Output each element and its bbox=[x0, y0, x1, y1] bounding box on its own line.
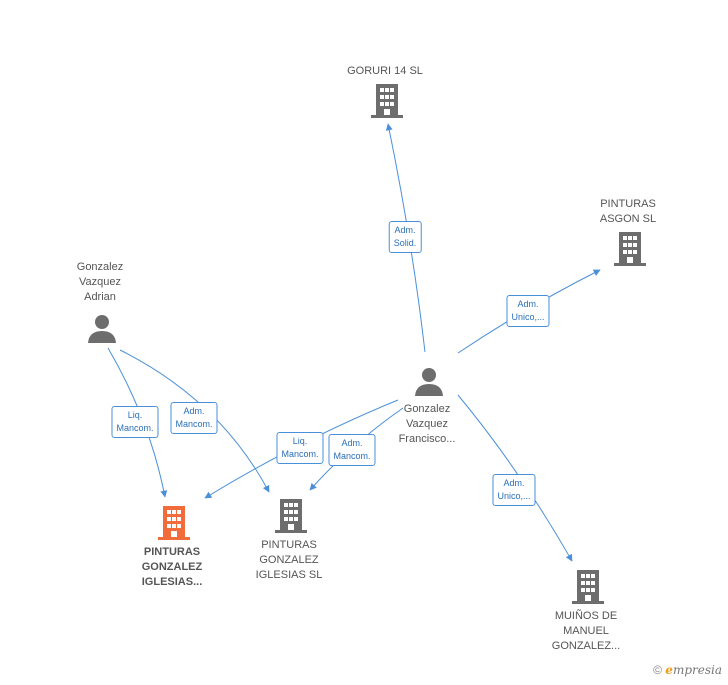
edge-label-adm-unico-muinos: Adm. Unico,... bbox=[492, 474, 536, 506]
person-icon[interactable] bbox=[414, 366, 444, 401]
edge-label-adm-unico-asgon: Adm. Unico,... bbox=[506, 295, 550, 327]
company-label-muinos[interactable]: MUIÑOS DE MANUEL GONZALEZ... bbox=[551, 610, 621, 652]
copyright-symbol: © bbox=[653, 663, 662, 677]
building-icon[interactable] bbox=[275, 499, 307, 538]
company-label-pinturas-sl[interactable]: PINTURAS GONZALEZ IGLESIAS SL bbox=[255, 539, 323, 581]
edge-label-liq-mancom-francisco: Liq. Mancom. bbox=[276, 432, 324, 464]
edge-label-liq-mancom-adrian: Liq. Mancom. bbox=[111, 406, 159, 438]
building-icon[interactable] bbox=[572, 570, 604, 609]
edge-label-adm-mancom-adrian: Adm. Mancom. bbox=[170, 402, 218, 434]
edge-label-adm-mancom-francisco: Adm. Mancom. bbox=[328, 434, 376, 466]
company-label-pinturas-main[interactable]: PINTURAS GONZALEZ IGLESIAS... bbox=[141, 546, 203, 588]
building-icon[interactable] bbox=[371, 84, 403, 123]
brand-logo: empresia bbox=[665, 663, 722, 677]
company-label-goruri[interactable]: GORURI 14 SL bbox=[347, 65, 423, 77]
building-icon-highlighted[interactable] bbox=[158, 506, 190, 545]
person-icon[interactable] bbox=[87, 313, 117, 348]
footer-watermark: © empresia bbox=[653, 663, 722, 677]
person-label-adrian[interactable]: Gonzalez Vazquez Adrian bbox=[76, 261, 124, 303]
person-label-francisco[interactable]: Gonzalez Vazquez Francisco... bbox=[398, 403, 456, 445]
building-icon[interactable] bbox=[614, 232, 646, 271]
company-label-pinturas-asgon[interactable]: PINTURAS ASGON SL bbox=[599, 198, 657, 225]
edge-label-adm-solid: Adm. Solid. bbox=[388, 221, 422, 253]
